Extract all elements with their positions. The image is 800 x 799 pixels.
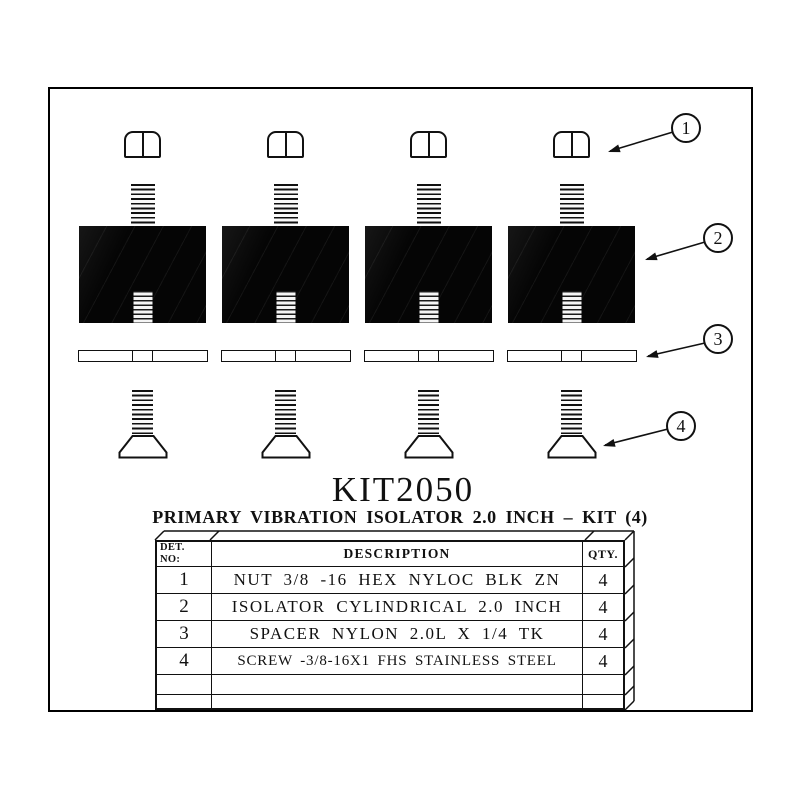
threaded-stud: [559, 184, 584, 226]
table-cell-det: 1: [157, 567, 212, 594]
isolator-body: [365, 226, 492, 323]
flat-head-screw: [404, 390, 454, 459]
screw-head: [547, 435, 596, 459]
isolator-embedded-stud: [276, 291, 295, 323]
callout-3-label: 3: [713, 329, 723, 349]
callout-2-label: 2: [713, 228, 723, 248]
table-header-qty: QTY.: [583, 542, 623, 567]
isolator-embedded-stud: [419, 291, 438, 323]
kit-part-column-3: [357, 131, 500, 459]
kit-part-column-2: [214, 131, 357, 459]
kit-title: KIT2050: [331, 470, 475, 509]
kit-part-column-1: [71, 131, 214, 459]
isolator-embedded-stud: [133, 291, 152, 323]
hex-nut: [267, 131, 304, 158]
screw-head: [261, 435, 310, 459]
table-empty-cell: [583, 695, 623, 708]
kit-subtitle: PRIMARY VIBRATION ISOLATOR 2.0 INCH – KI…: [152, 507, 648, 527]
table-empty-cell: [583, 675, 623, 695]
table-cell-det: 2: [157, 594, 212, 621]
callout-balloon-2: 2: [703, 223, 733, 253]
screw-shank: [132, 390, 153, 436]
table-cell-det: 4: [157, 648, 212, 675]
isolator-body: [79, 226, 206, 323]
table-empty-cell: [212, 695, 583, 708]
flat-head-screw: [547, 390, 597, 459]
table-cell-qty: 4: [583, 567, 623, 594]
screw-shank: [418, 390, 439, 436]
hex-nut: [410, 131, 447, 158]
screw-head: [118, 435, 167, 459]
screw-head: [404, 435, 453, 459]
table-cell-description: SCREW -3/8-16X1 FHS STAINLESS STEEL: [212, 648, 583, 675]
nylon-spacer: [363, 350, 494, 362]
callout-1-label: 1: [681, 118, 691, 138]
table-header-description: DESCRIPTION: [212, 542, 583, 567]
table-empty-cell: [157, 695, 212, 708]
table-cell-qty: 4: [583, 621, 623, 648]
table-empty-cell: [157, 675, 212, 695]
flat-head-screw: [261, 390, 311, 459]
callout-balloon-3: 3: [703, 324, 733, 354]
threaded-stud: [130, 184, 155, 226]
table-header-det-line1: DET.: [160, 542, 185, 553]
flat-head-screw: [118, 390, 168, 459]
parts-table: DET. NO: DESCRIPTION QTY. 1 NUT 3/8 -16 …: [155, 540, 625, 710]
nylon-spacer: [77, 350, 208, 362]
table-cell-det: 3: [157, 621, 212, 648]
isolator-body: [222, 226, 349, 323]
screw-shank: [561, 390, 582, 436]
hex-nut: [553, 131, 590, 158]
callout-balloon-4: 4: [666, 411, 696, 441]
nylon-spacer: [220, 350, 351, 362]
table-cell-qty: 4: [583, 594, 623, 621]
table-cell-description: ISOLATOR CYLINDRICAL 2.0 INCH: [212, 594, 583, 621]
callout-4-label: 4: [676, 416, 686, 436]
table-cell-description: SPACER NYLON 2.0L X 1/4 TK: [212, 621, 583, 648]
table-empty-cell: [212, 675, 583, 695]
isolator-embedded-stud: [562, 291, 581, 323]
threaded-stud: [416, 184, 441, 226]
callout-balloon-1: 1: [671, 113, 701, 143]
table-header-det-line2: NO:: [160, 554, 181, 565]
kit-part-column-4: [500, 131, 643, 459]
table-cell-description: NUT 3/8 -16 HEX NYLOC BLK ZN: [212, 567, 583, 594]
hex-nut: [124, 131, 161, 158]
threaded-stud: [273, 184, 298, 226]
isolator-body: [508, 226, 635, 323]
table-cell-qty: 4: [583, 648, 623, 675]
nylon-spacer: [506, 350, 637, 362]
table-header-det-no: DET. NO:: [157, 542, 212, 567]
screw-shank: [275, 390, 296, 436]
